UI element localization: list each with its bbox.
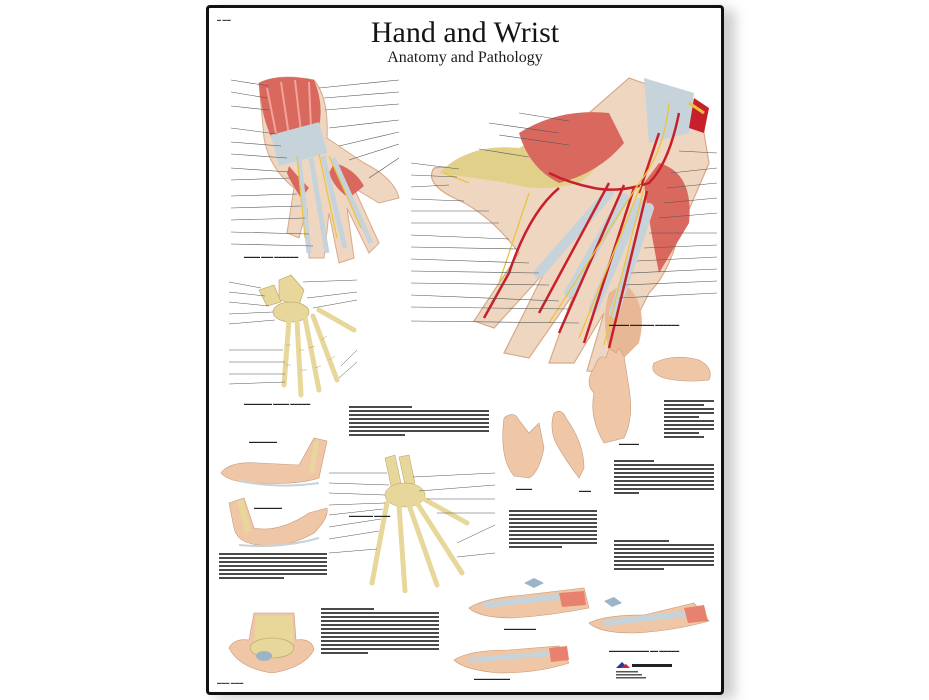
finger-section-3-illustration <box>453 645 570 674</box>
caption-palmar-vessels: ▬▬▬▬▬ ▬▬▬▬▬▬ ▬▬▬▬▬▬ <box>609 322 680 327</box>
caption-pathology-1: ▬▬▬▬▬ <box>619 441 639 446</box>
caption-pathology-3: ▬▬▬ <box>579 488 591 493</box>
skeleton-dorsal-illustration <box>229 274 358 398</box>
caption-wrist-position-1: ▬▬▬▬▬▬▬ <box>249 439 277 444</box>
wrist-position-1-illustration <box>220 437 328 487</box>
text-block-right-middle <box>614 460 714 496</box>
palmar-vessels-illustration <box>410 77 718 374</box>
text-block-fracture <box>219 553 327 581</box>
caption-pathology-2: ▬▬▬▬ <box>516 486 532 491</box>
wrist-position-2-illustration <box>228 497 328 548</box>
caption-skeleton-palmar: ▬▬▬▬▬▬ ▬▬▬▬ <box>349 513 391 518</box>
poster-subtitle: Anatomy and Pathology <box>387 49 543 66</box>
poster-title: Hand and Wrist <box>370 16 560 49</box>
publisher-logo-icon <box>616 662 672 679</box>
caption-finger-2: ▬▬▬▬▬▬▬▬▬▬ ▬▬ ▬▬▬▬▬ <box>609 648 680 653</box>
finger-section-1-illustration <box>468 578 590 619</box>
carpal-tunnel-illustration <box>228 612 315 674</box>
text-block-carpal-tunnel <box>321 608 439 656</box>
caption-skeleton-dorsal: ▬▬▬▬▬▬▬ ▬▬▬▬ ▬▬▬▬▬ <box>244 401 311 406</box>
pathology-hands-illustration <box>502 348 711 479</box>
caption-finger-3: ▬▬▬▬▬▬▬▬▬ <box>474 676 510 681</box>
text-block-right-list <box>664 400 714 440</box>
poster-code: ▬ ▬▬ <box>217 17 231 22</box>
text-block-right-lower <box>614 540 714 572</box>
text-block-center-lower <box>509 510 597 550</box>
finger-section-2-illustration <box>588 597 710 634</box>
skeleton-palmar-illustration <box>328 454 496 593</box>
caption-finger-1: ▬▬▬▬▬▬▬▬ <box>504 626 536 631</box>
palmar-muscles-illustration <box>230 76 400 264</box>
caption-palmar-muscles: ▬▬▬▬ ▬▬▬ ▬▬▬▬▬▬ <box>244 254 299 259</box>
anatomy-poster: ▬ ▬▬ Hand and Wrist Anatomy and Patholog… <box>206 5 724 695</box>
poster-footer-code: ▬▬▬ ▬▬▬ <box>217 680 244 685</box>
publisher-logo <box>614 660 674 687</box>
text-block-middle <box>349 406 489 438</box>
caption-wrist-position-2: ▬▬▬▬▬▬▬ <box>254 505 282 510</box>
